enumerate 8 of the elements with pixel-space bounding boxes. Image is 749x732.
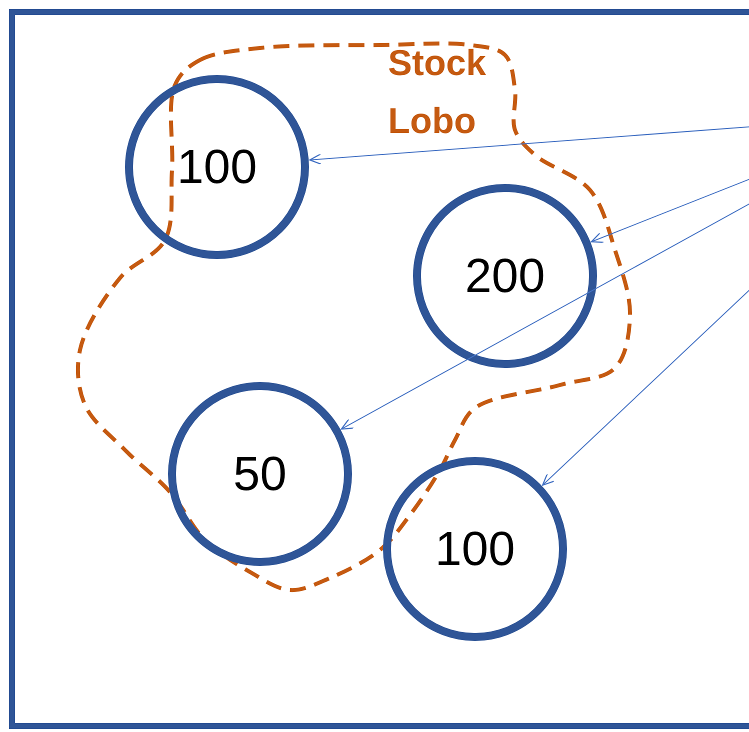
circle-node bbox=[413, 184, 597, 368]
number-label: 100 bbox=[176, 140, 258, 194]
number-label: 200 bbox=[464, 248, 546, 304]
arrow bbox=[309, 126, 749, 165]
group-label: Stock Lobo bbox=[388, 41, 488, 143]
circle-node bbox=[383, 457, 567, 641]
number-label: 100 bbox=[434, 522, 516, 576]
number-label: 50 bbox=[233, 446, 287, 502]
